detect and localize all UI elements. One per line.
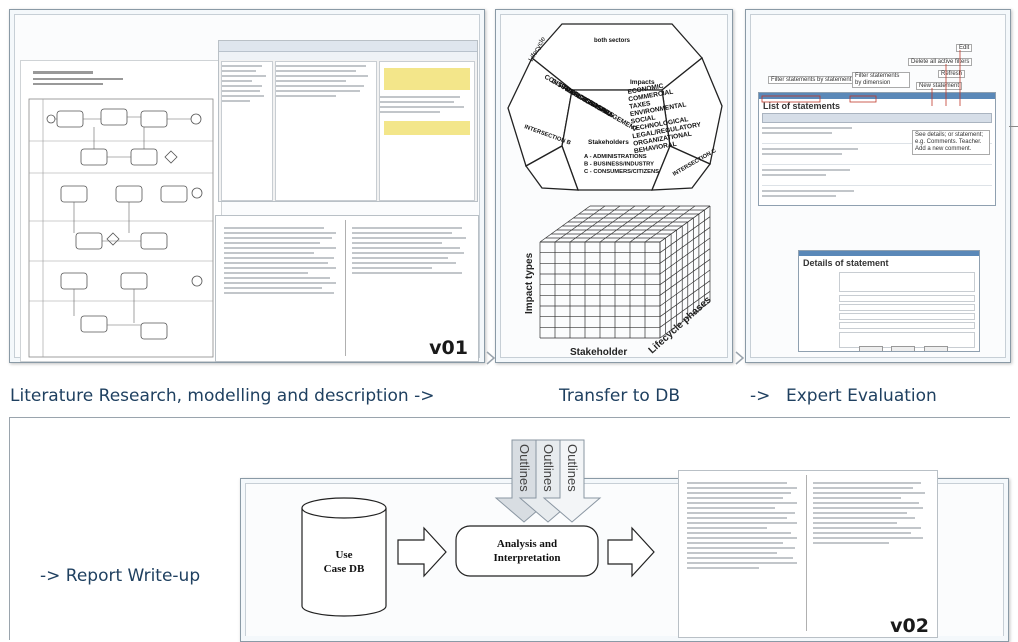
list-title: List of statements xyxy=(763,101,841,111)
stakeholder-items: A - ADMINISTRATIONS B - BUSINESS/INDUSTRY… xyxy=(584,154,659,175)
arrow-step-label: -> xyxy=(750,386,771,406)
right-connector xyxy=(1009,126,1018,127)
expert-panel: List of statements Edit Delete all activ… xyxy=(745,9,1011,363)
cube-grid-line xyxy=(554,205,606,243)
impacts-title: Impacts xyxy=(630,79,655,86)
cube-grid-line xyxy=(659,259,711,296)
cube-grid-line xyxy=(659,248,711,285)
cube-grid-line xyxy=(644,205,696,243)
impact-item-4: SOCIAL xyxy=(630,114,656,125)
cube-grid-line xyxy=(659,301,711,339)
callout-see-details: See details; or statement; e.g. Comments… xyxy=(912,130,990,155)
callout-edit: Edit xyxy=(956,44,973,52)
cube-grid-line xyxy=(659,205,711,243)
cube-grid-line xyxy=(659,269,711,307)
statement-details-window: Details of statement xyxy=(798,250,980,352)
axis-lifecycle-phases: Lifecycle phases xyxy=(647,294,714,356)
document-tool-screenshot xyxy=(218,40,478,202)
analysis-box xyxy=(455,525,599,577)
sectors-polyhedron: both sectors Lifecycle CONSUMER DISPOSAL… xyxy=(507,23,723,191)
outline-label-1: Outlines xyxy=(517,444,532,492)
document-v02: v02 xyxy=(678,470,938,638)
cube-grid-line xyxy=(629,205,681,243)
document-v01: v01 xyxy=(215,215,479,362)
outline-label-2: Outlines xyxy=(541,444,556,492)
analysis-label-line2: Interpretation xyxy=(493,552,560,564)
stakeholders-title: Stakeholders xyxy=(588,139,629,146)
version-label-v02: v02 xyxy=(890,615,929,637)
cube-grid-line xyxy=(599,205,651,243)
flow-chevron-2 xyxy=(735,351,745,365)
report-step-label: -> Report Write-up xyxy=(40,566,201,586)
bpmn-diagram xyxy=(28,71,214,358)
callout-new-statement: New statement xyxy=(916,82,963,90)
cube-grid-line xyxy=(659,280,711,317)
outline-label-3: Outlines xyxy=(565,444,580,492)
arrow-db-to-analysis xyxy=(397,526,447,578)
stakeholder-item-2: C - CONSUMERS/CITIZENS xyxy=(584,169,659,175)
impact-item-2: TAXES xyxy=(629,100,652,111)
callout-delete-filters: Delete all active filters xyxy=(908,58,973,66)
details-title: Details of statement xyxy=(803,258,889,268)
arrow-analysis-to-doc xyxy=(607,526,655,578)
report-flow-diagram: Outlines Outlines Outlines Use Case DB A… xyxy=(301,439,655,617)
db-label-line2: Case DB xyxy=(324,563,365,575)
stakeholder-item-0: A - ADMINISTRATIONS xyxy=(584,154,647,160)
analysis-label-line1: Analysis and xyxy=(497,538,557,550)
callout-leader-lines xyxy=(761,50,961,106)
cube-grid-line xyxy=(584,205,636,243)
version-label-v01: v01 xyxy=(429,337,468,359)
classification-cube: Impact types Stakeholder Lifecycle phase… xyxy=(524,205,714,358)
stakeholder-item-1: B - BUSINESS/INDUSTRY xyxy=(584,162,654,168)
cube-grid-line xyxy=(659,227,711,264)
axis-impact-types: Impact types xyxy=(524,252,535,314)
db-label-line1: Use xyxy=(335,549,352,561)
literature-step-label: Literature Research, modelling and descr… xyxy=(10,386,435,406)
callout-refresh: Refresh xyxy=(938,70,966,78)
cube-grid-line xyxy=(659,216,711,253)
literature-panel: v01 xyxy=(9,9,485,363)
cube-grid-line xyxy=(539,205,591,243)
callout-filter-dimension: Filter statements by dimension xyxy=(852,72,910,88)
cube-grid xyxy=(539,205,711,339)
cube-grid-line xyxy=(569,205,621,243)
flow-chevron-1 xyxy=(486,351,496,365)
cube-grid-line xyxy=(659,291,711,328)
transfer-panel: both sectors Lifecycle CONSUMER DISPOSAL… xyxy=(495,9,733,363)
cube-grid-line xyxy=(614,205,666,243)
bpmn-process-model xyxy=(20,60,222,362)
cube-grid-line xyxy=(659,237,711,275)
report-border-frame xyxy=(9,417,1010,640)
top-face-label: both sectors xyxy=(594,38,631,44)
transfer-step-label: Transfer to DB xyxy=(559,386,680,406)
expert-step-label: Expert Evaluation xyxy=(786,386,937,406)
axis-stakeholder: Stakeholder xyxy=(570,347,627,358)
